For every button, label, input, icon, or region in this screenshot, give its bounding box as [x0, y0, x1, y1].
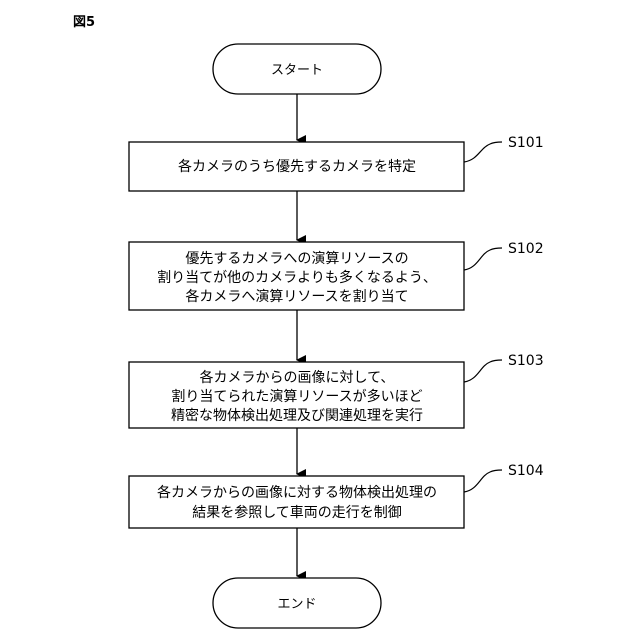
step-s104-id: S104 — [508, 463, 544, 479]
step-s102-line-1: 優先するカメラへの演算リソースの — [185, 251, 408, 267]
step-s101-line-1: 各カメラのうち優先するカメラを特定 — [178, 159, 416, 175]
end-label: エンド — [277, 597, 316, 612]
step-s102: 優先するカメラへの演算リソースの 割り当てが他のカメラよりも多くなるよう、 各カ… — [129, 241, 544, 310]
step-s103-leader — [464, 360, 502, 382]
step-s104-line-2: 結果を参照して車両の走行を制御 — [192, 504, 402, 521]
start-label: スタート — [271, 63, 323, 78]
step-s104-line-1: 各カメラからの画像に対する物体検出処理の — [157, 485, 437, 501]
start-terminal: スタート — [213, 44, 381, 94]
step-s101-id: S101 — [508, 135, 544, 151]
step-s102-id: S102 — [508, 241, 544, 257]
step-s103-id: S103 — [508, 353, 544, 369]
step-s102-leader — [464, 248, 502, 270]
step-s103-line-2: 割り当てられた演算リソースが多いほど — [171, 388, 422, 405]
step-s103: 各カメラからの画像に対して、 割り当てられた演算リソースが多いほど 精密な物体検… — [129, 353, 544, 428]
step-s102-line-3: 各カメラへ演算リソースを割り当て — [185, 288, 408, 305]
step-s103-line-1: 各カメラからの画像に対して、 — [200, 370, 395, 386]
step-s103-line-3: 精密な物体検出処理及び関連処理を実行 — [171, 407, 423, 424]
step-s102-line-2: 割り当てが他のカメラよりも多くなるよう、 — [157, 269, 437, 286]
step-s104-leader — [464, 470, 502, 492]
step-s101: 各カメラのうち優先するカメラを特定 S101 — [129, 135, 544, 191]
end-terminal: エンド — [213, 578, 381, 628]
step-s104: 各カメラからの画像に対する物体検出処理の 結果を参照して車両の走行を制御 S10… — [129, 463, 544, 528]
step-s101-leader — [464, 142, 502, 162]
